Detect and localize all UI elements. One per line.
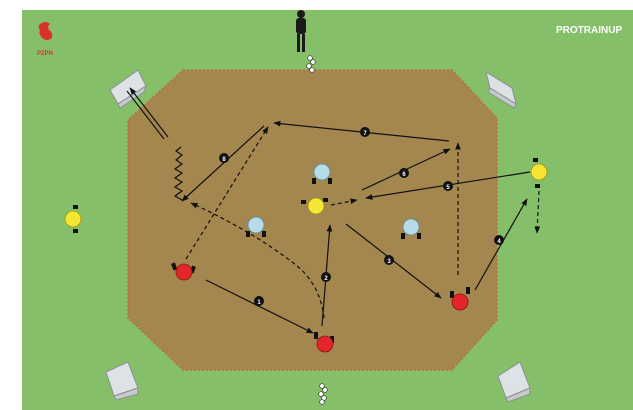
step-badge-8: 8 [219, 153, 229, 163]
step-badge-3: 3 [384, 255, 394, 265]
step-badge-7: 7 [360, 127, 370, 137]
pitch-area [128, 70, 497, 370]
logo-caption: PZPN [37, 51, 53, 57]
step-badge-1: 1 [254, 296, 264, 306]
step-badge-5: 5 [443, 181, 453, 191]
step-badge-2: 2 [321, 272, 331, 282]
watermark: PROTRAINUP [556, 25, 622, 36]
step-badge-6: 6 [399, 168, 409, 178]
step-badge-4: 4 [494, 235, 504, 245]
